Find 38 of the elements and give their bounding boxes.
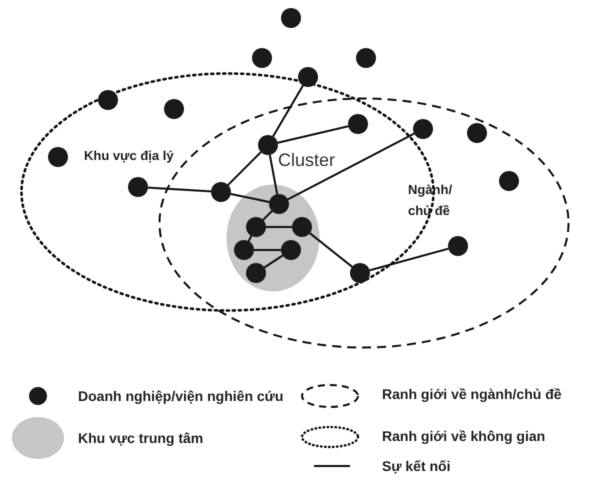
legend-text: Ranh giới về ngành/chủ đề <box>382 386 562 402</box>
connection-line <box>309 232 353 268</box>
connection-line <box>227 151 262 186</box>
organization-dot <box>298 67 318 87</box>
connection-line <box>266 226 292 228</box>
legend-text: Sự kết nối <box>382 458 450 474</box>
organization-dot <box>48 147 68 167</box>
organization-dot <box>164 99 184 119</box>
organization-dot <box>281 8 301 28</box>
connection-line <box>268 154 278 194</box>
connection-line <box>248 235 252 242</box>
organization-dot <box>348 114 368 134</box>
connection-line <box>230 193 270 203</box>
organization-dot <box>128 177 148 197</box>
organization-dot <box>467 123 487 143</box>
connection-line <box>264 254 284 268</box>
connection-line <box>148 186 212 192</box>
organization-dot <box>448 236 468 256</box>
region-label: Khu vực địa lý <box>84 148 174 163</box>
organization-dot <box>252 48 272 68</box>
cluster-label: Cluster <box>278 150 336 171</box>
organization-dot <box>413 119 433 139</box>
organization-dot <box>350 263 370 283</box>
connection-line <box>254 249 281 251</box>
legend-text: Ranh giới về không gian <box>382 428 546 444</box>
legend-text: Doanh nghiệp/viện nghiên cứu <box>78 388 284 404</box>
connection-line <box>287 132 415 200</box>
connection-line <box>262 210 273 221</box>
connection-line <box>272 85 304 137</box>
region-label: Ngành/ chủ đề <box>408 179 464 221</box>
connection-line <box>278 125 348 144</box>
connection-line <box>369 248 449 272</box>
organization-dot <box>356 48 376 68</box>
organization-dot <box>211 182 231 202</box>
organization-dot <box>98 90 118 110</box>
organization-dot <box>258 135 278 155</box>
legend-text: Khu vực trung tâm <box>78 430 204 446</box>
organization-dot <box>499 171 519 191</box>
